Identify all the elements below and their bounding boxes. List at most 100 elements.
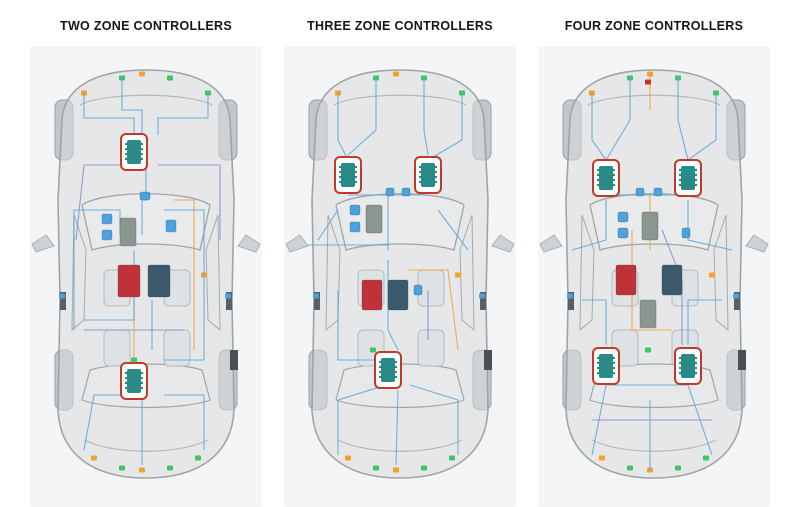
zone-pin bbox=[339, 171, 341, 173]
zone-pin bbox=[339, 176, 341, 178]
hood-line bbox=[587, 94, 721, 106]
sensor bbox=[709, 272, 715, 278]
sensor bbox=[455, 272, 461, 278]
wire bbox=[409, 384, 459, 455]
hood-line bbox=[79, 94, 213, 106]
central-compute-gray bbox=[365, 204, 383, 234]
zone-pin bbox=[355, 166, 357, 168]
ecu-module bbox=[101, 229, 113, 241]
zone-pin bbox=[355, 176, 357, 178]
zone-pin bbox=[125, 377, 127, 379]
wire bbox=[164, 209, 205, 361]
sensor bbox=[599, 455, 605, 461]
wire bbox=[605, 78, 631, 161]
panel-title: TWO ZONE CONTROLLERS bbox=[60, 19, 232, 33]
zone-pin bbox=[379, 366, 381, 368]
sensor bbox=[479, 293, 485, 299]
zone-controller bbox=[341, 163, 355, 187]
ecu-module bbox=[101, 213, 113, 225]
panel-two-zone: TWO ZONE CONTROLLERS bbox=[24, 0, 268, 507]
ecu-module bbox=[653, 187, 663, 197]
sensor bbox=[373, 465, 379, 471]
ecu-module bbox=[617, 211, 629, 223]
zone-pin bbox=[695, 179, 697, 181]
zone-pin bbox=[141, 143, 143, 145]
wire bbox=[437, 209, 469, 251]
wire bbox=[631, 230, 672, 331]
ecu-module bbox=[413, 284, 423, 296]
zone-pin bbox=[695, 367, 697, 369]
zone-pin bbox=[395, 361, 397, 363]
wire bbox=[687, 299, 722, 345]
zone-pin bbox=[379, 361, 381, 363]
sensor bbox=[645, 347, 651, 353]
central-compute-red bbox=[117, 264, 141, 298]
wire bbox=[121, 78, 143, 135]
sensor bbox=[313, 293, 319, 299]
sensor bbox=[645, 79, 651, 85]
central-compute-blue bbox=[387, 279, 409, 311]
zone-pin bbox=[435, 181, 437, 183]
zone-pin bbox=[597, 174, 599, 176]
zone-pin bbox=[141, 148, 143, 150]
charge-port bbox=[738, 350, 746, 370]
panel-title: THREE ZONE CONTROLLERS bbox=[307, 19, 493, 33]
zone-pin bbox=[419, 181, 421, 183]
zone-pin bbox=[125, 143, 127, 145]
zone-pin bbox=[597, 357, 599, 359]
zone-pin bbox=[613, 362, 615, 364]
zone-controller bbox=[127, 369, 141, 393]
side-trim bbox=[226, 292, 232, 310]
wire bbox=[423, 78, 429, 156]
zone-pin bbox=[125, 153, 127, 155]
zone-pin bbox=[679, 362, 681, 364]
zone-pin bbox=[597, 372, 599, 374]
central-compute-blue bbox=[147, 264, 171, 298]
zone-pin bbox=[395, 366, 397, 368]
ecu-module bbox=[385, 187, 395, 197]
seat bbox=[163, 329, 191, 367]
zone-pin bbox=[597, 184, 599, 186]
windshield bbox=[81, 193, 211, 251]
sensor bbox=[703, 455, 709, 461]
wire bbox=[174, 199, 195, 350]
zone-pin bbox=[597, 362, 599, 364]
zone-pin bbox=[613, 184, 615, 186]
side-trim bbox=[480, 292, 486, 310]
wire bbox=[317, 209, 339, 241]
zone-pin bbox=[679, 184, 681, 186]
sensor bbox=[449, 455, 455, 461]
wire bbox=[687, 200, 733, 251]
zone-pin bbox=[339, 166, 341, 168]
zone-pin bbox=[141, 372, 143, 374]
zone-pin bbox=[125, 148, 127, 150]
zone-pin bbox=[419, 166, 421, 168]
sensor bbox=[167, 75, 173, 81]
central-compute-gray bbox=[641, 211, 659, 241]
wire bbox=[337, 93, 349, 161]
sensor bbox=[139, 71, 145, 77]
side-trim bbox=[60, 292, 66, 310]
zone-controller bbox=[381, 358, 395, 382]
zone-pin bbox=[419, 176, 421, 178]
zone-controller bbox=[599, 354, 613, 378]
wire bbox=[395, 389, 399, 466]
central-compute-red bbox=[615, 264, 637, 296]
zone-pin bbox=[679, 357, 681, 359]
sensor bbox=[225, 293, 231, 299]
zone-pin bbox=[613, 169, 615, 171]
zone-pin bbox=[435, 176, 437, 178]
zone-controller bbox=[681, 166, 695, 190]
sensor bbox=[119, 465, 125, 471]
wire bbox=[158, 164, 221, 240]
zone-pin bbox=[613, 367, 615, 369]
wire bbox=[571, 200, 607, 251]
zone-pin bbox=[125, 387, 127, 389]
sensor bbox=[567, 293, 573, 299]
sensor bbox=[345, 455, 351, 461]
trunk-line bbox=[83, 439, 209, 452]
zone-pin bbox=[679, 174, 681, 176]
zone-pin bbox=[435, 171, 437, 173]
side-mirror-left bbox=[539, 234, 563, 253]
wire bbox=[582, 299, 607, 345]
